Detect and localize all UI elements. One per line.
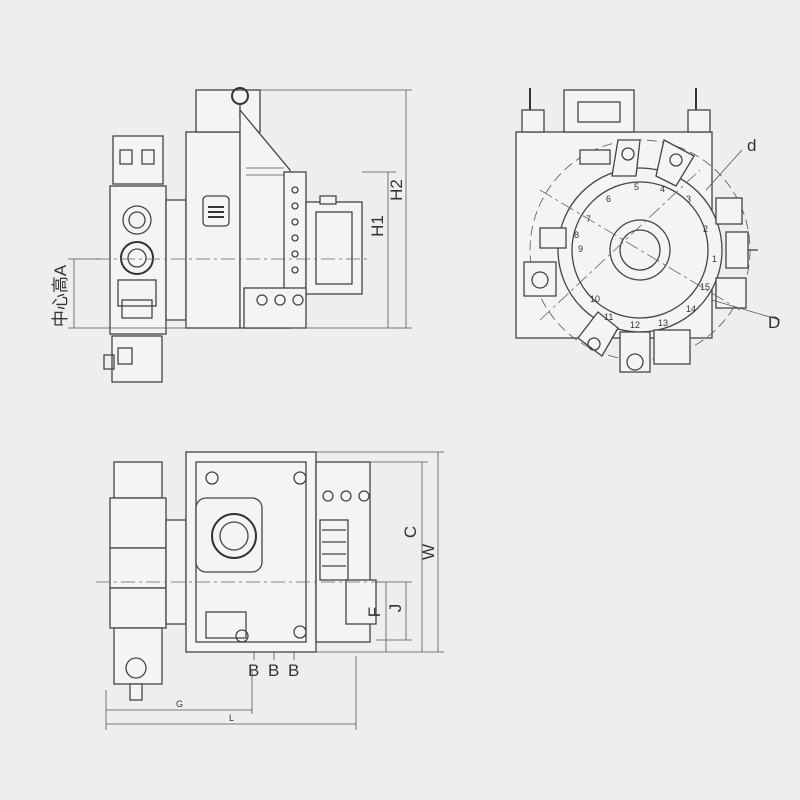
side-housing	[185, 131, 241, 329]
label-j: J	[386, 604, 405, 613]
station-11: 11	[604, 312, 613, 322]
label-b-2: B	[268, 661, 279, 680]
station-7: 7	[586, 214, 591, 224]
station-5: 5	[634, 182, 639, 192]
label-g: G	[176, 699, 183, 709]
side-disc-stack	[109, 185, 167, 335]
station-3: 3	[686, 194, 691, 204]
label-d-big: D	[768, 313, 780, 332]
top-view	[96, 451, 444, 730]
side-column	[283, 171, 307, 297]
side-motor	[305, 201, 363, 295]
station-9: 9	[578, 244, 583, 254]
station-10: 10	[590, 294, 600, 304]
label-b-3: B	[288, 661, 299, 680]
station-1: 1	[712, 254, 717, 264]
front-view	[515, 88, 781, 373]
station-2: 2	[703, 224, 708, 234]
label-w: W	[419, 544, 438, 560]
side-tool-holder-top	[112, 135, 164, 185]
label-h2: H2	[387, 179, 406, 201]
top-tool-holder-1	[113, 461, 163, 499]
side-view	[68, 87, 412, 383]
station-14: 14	[686, 304, 696, 314]
station-13: 13	[658, 318, 668, 328]
front-top-block	[563, 89, 635, 133]
station-6: 6	[606, 194, 611, 204]
label-h1: H1	[368, 215, 387, 237]
side-flange	[165, 199, 187, 321]
station-8: 8	[574, 230, 579, 240]
station-15: 15	[700, 282, 710, 292]
dimension-labels: 中心高A H1 H2 d D C W F J B B B G L	[51, 136, 780, 723]
label-center-height: 中心高A	[51, 264, 70, 327]
label-f: F	[365, 607, 384, 617]
label-c: C	[401, 526, 420, 538]
turret-numbers: 1 2 3 4 5 6 7 8 9 10 11 12 13 14 15	[574, 182, 717, 330]
label-l: L	[229, 713, 234, 723]
station-12: 12	[630, 320, 640, 330]
label-b-1: B	[248, 661, 259, 680]
top-tool-holder-2	[113, 627, 163, 685]
side-tool-holder-bottom	[111, 335, 163, 383]
label-d-small: d	[747, 136, 756, 155]
turret-bore	[609, 219, 671, 281]
top-motor-face	[195, 497, 263, 573]
station-4: 4	[660, 184, 665, 194]
